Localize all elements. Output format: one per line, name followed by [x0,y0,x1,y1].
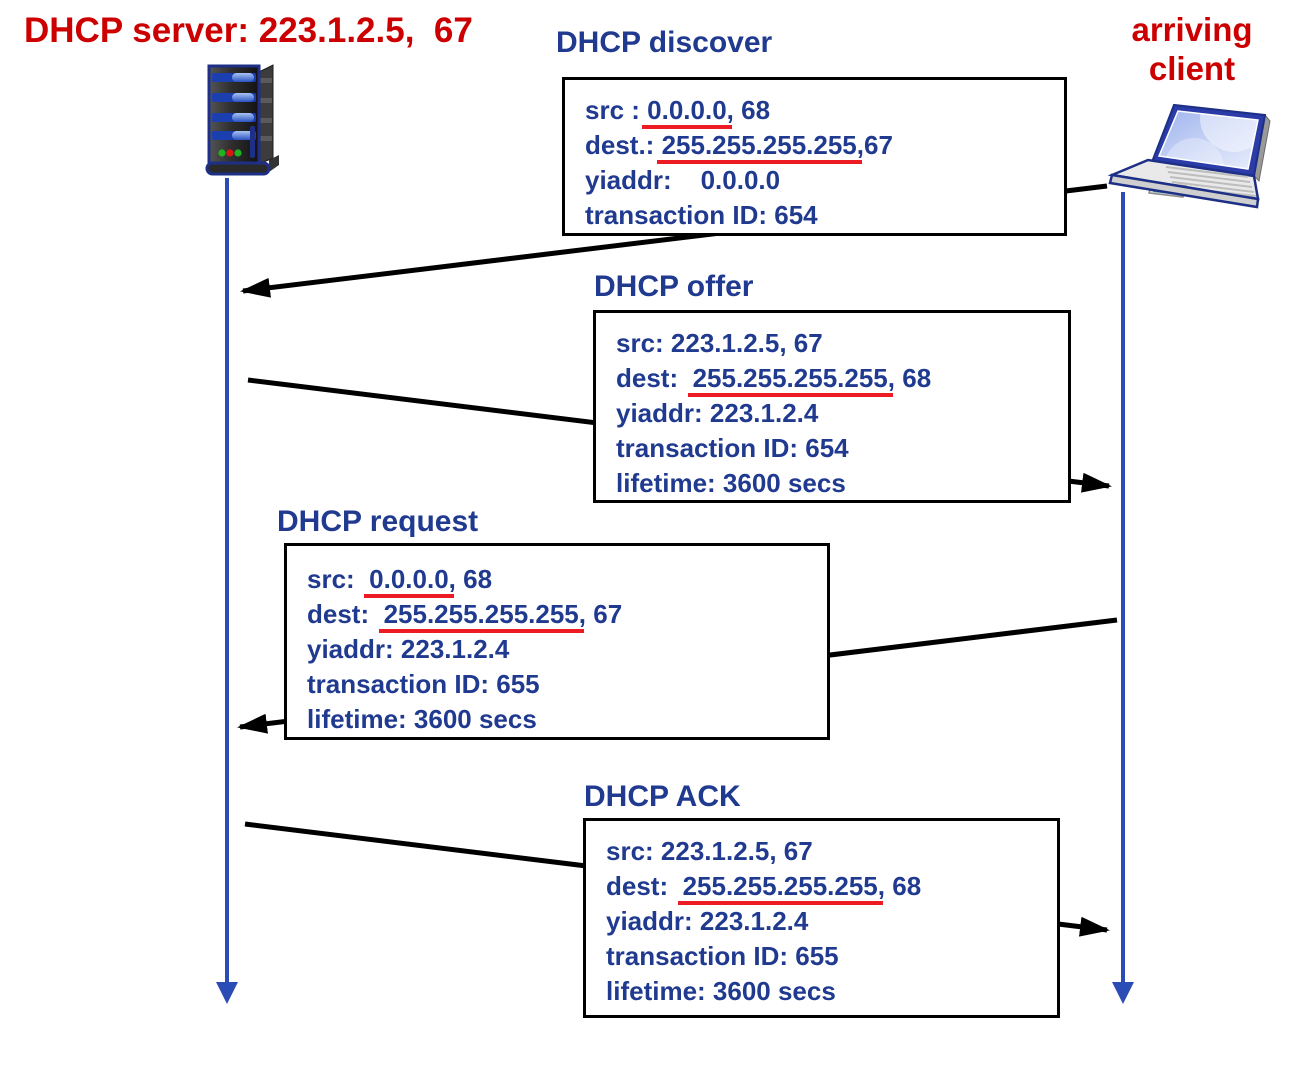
text-segment: transaction ID: 655 [606,941,839,971]
client-title-line2: client [1148,50,1236,87]
text-segment: src: [307,564,370,594]
msg-line: lifetime: 3600 secs [307,702,827,737]
text-segment: yiaddr: 223.1.2.4 [307,634,510,664]
text-segment: lifetime: 3600 secs [307,704,537,734]
text-segment: lifetime: 3600 secs [606,976,836,1006]
text-segment: yiaddr: 0.0.0.0 [585,165,781,195]
client-title: arriving client [1110,10,1274,88]
request-message-box: src: 0.0.0.0, 68 dest: 255.255.255.255, … [284,543,830,740]
msg-line: transaction ID: 654 [585,198,1064,233]
server-led-red [226,149,234,157]
text-segment: transaction ID: 654 [616,433,849,463]
underlined-text: 0.0.0.0 [364,564,454,598]
msg-line: transaction ID: 655 [307,667,827,702]
text-segment: dest: [616,363,693,393]
client-title-line1: arriving [1131,11,1253,48]
text-segment: , 68 [887,363,932,393]
text-segment: transaction ID: 655 [307,669,540,699]
msg-line: transaction ID: 654 [616,431,1068,466]
discover-label: DHCP discover [556,26,773,59]
text-segment: yiaddr: 223.1.2.4 [606,906,809,936]
text-segment: , 68 [448,564,493,594]
text-segment: src: 223.1.2.5, 67 [616,328,823,358]
text-segment: yiaddr: 223.1.2.4 [616,398,819,428]
msg-line: yiaddr: 223.1.2.4 [307,632,827,667]
msg-line: yiaddr: 223.1.2.4 [616,396,1068,431]
msg-line: dest: 255.255.255.255, 68 [606,869,1057,905]
msg-line: dest: 255.255.255.255, 68 [616,361,1068,397]
text-segment: src : [585,95,648,125]
msg-line: dest: 255.255.255.255, 67 [307,597,827,633]
msg-line: dest.: 255.255.255.255,67 [585,128,1064,164]
laptop-icon [1108,103,1271,209]
server-title: DHCP server: 223.1.2.5, 67 [24,11,473,50]
server-tower-icon [205,64,279,176]
msg-line: yiaddr: 0.0.0.0 [585,163,1064,198]
underlined-text: 255.255.255.255 [677,871,883,905]
msg-line: src: 223.1.2.5, 67 [616,326,1068,361]
text-segment: dest: [606,871,683,901]
text-segment: src: 223.1.2.5, 67 [606,836,813,866]
ack-label: DHCP ACK [584,780,741,813]
text-segment: ,67 [856,130,893,160]
discover-message-box: src : 0.0.0.0, 68 dest.: 255.255.255.255… [562,77,1067,236]
underlined-text: 255.255.255.255 [687,363,893,397]
msg-line: src: 223.1.2.5, 67 [606,834,1057,869]
msg-line: yiaddr: 223.1.2.4 [606,904,1057,939]
server-led-green [218,149,226,157]
text-segment: dest: [307,599,384,629]
server-drive-bays [212,73,256,140]
offer-label: DHCP offer [594,270,754,303]
text-segment: dest.: [585,130,662,160]
msg-line: src: 0.0.0.0, 68 [307,562,827,598]
text-segment: lifetime: 3600 secs [616,468,846,498]
msg-line: transaction ID: 655 [606,939,1057,974]
offer-message-box: src: 223.1.2.5, 67 dest: 255.255.255.255… [593,310,1071,503]
server-led-green [234,149,242,157]
request-label: DHCP request [277,505,479,538]
text-segment: , 68 [877,871,922,901]
text-segment: , 67 [578,599,623,629]
underlined-text: 255.255.255.255 [378,599,584,633]
msg-line: src : 0.0.0.0, 68 [585,93,1064,129]
ack-message-box: src: 223.1.2.5, 67 dest: 255.255.255.255… [583,818,1060,1018]
msg-line: lifetime: 3600 secs [606,974,1057,1009]
text-segment: transaction ID: 654 [585,200,818,230]
underlined-text: 255.255.255.255 [656,130,862,164]
text-segment: , 68 [726,95,771,125]
underlined-text: 0.0.0.0 [642,95,732,129]
msg-line: lifetime: 3600 secs [616,466,1068,501]
laptop-screen [1157,110,1259,170]
